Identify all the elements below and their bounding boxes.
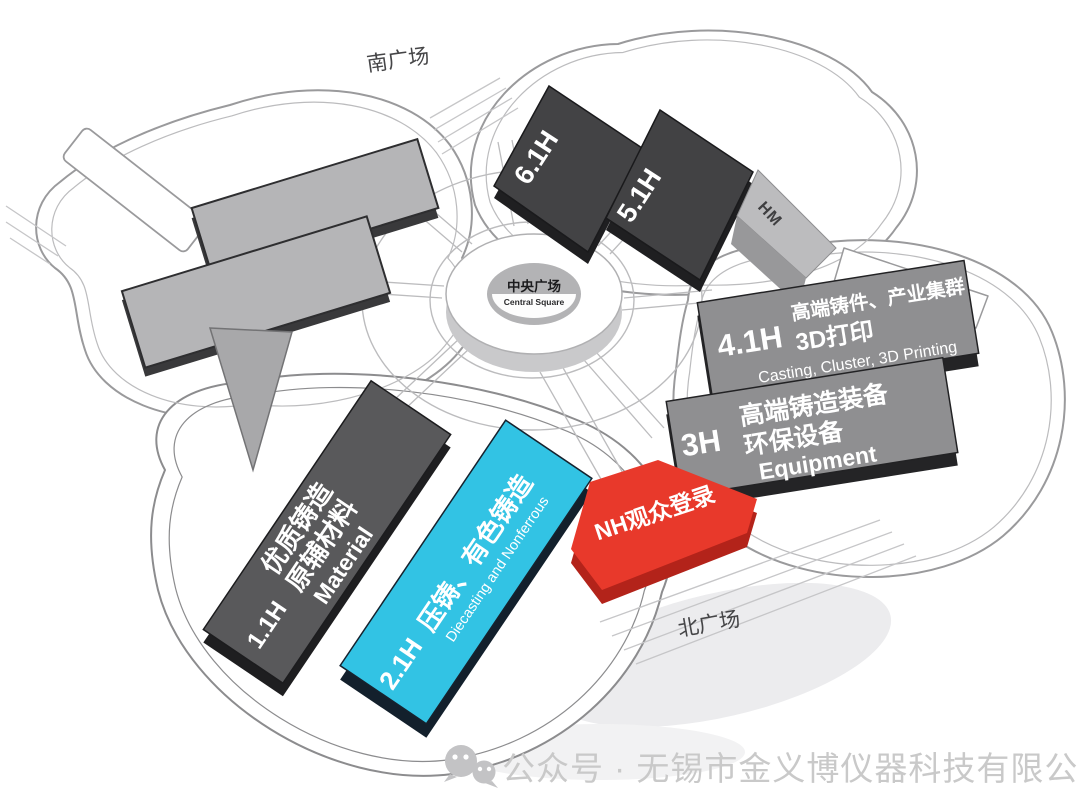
hall-3h-code: 3H <box>679 423 724 464</box>
hall-6-1h: 6.1H <box>493 84 643 264</box>
west-ramp-triangle <box>208 327 293 473</box>
central-plaza: 中央广场 Central Square <box>445 233 623 372</box>
hall-2-1h: 2.1H 压铸、有色铸造 Diecasting and Nonferrous <box>339 419 593 738</box>
hall-5-1h: 5.1H <box>605 108 754 292</box>
nh-ramp-top <box>571 460 757 590</box>
hall-1-1h-top <box>202 379 452 685</box>
hall-5-1h-top <box>605 108 754 282</box>
ramp-hm-side <box>731 216 806 306</box>
hall-3h-top <box>665 356 959 498</box>
road-markings <box>5 77 917 665</box>
west-annex-building <box>62 127 208 253</box>
hall-6-1h-top <box>493 84 643 254</box>
hall-2-1h-top <box>339 419 593 725</box>
nh-entrance-ramp: NH观众登录 <box>571 460 757 604</box>
watermark-text: 公众号 · 无锡市金义博仪器科技有限公司 <box>502 750 1080 787</box>
hall-3h: 3H 高端铸造装备 环保设备 Equipment <box>665 356 959 510</box>
ramp-hm: HM <box>731 169 837 306</box>
wechat-icon <box>444 745 498 788</box>
central-square-label-cn: 中央广场 <box>507 278 561 294</box>
label-south-square: 南广场 <box>365 45 431 77</box>
hall-1-1h: 1.1H 优质铸造 原辅材料 Material <box>202 379 452 697</box>
watermark: 公众号 · 无锡市金义博仪器科技有限公司 <box>444 745 1080 788</box>
west-halls <box>120 137 440 473</box>
central-square-label-en: Central Square <box>504 297 565 307</box>
central-plaza-floor <box>492 294 576 318</box>
